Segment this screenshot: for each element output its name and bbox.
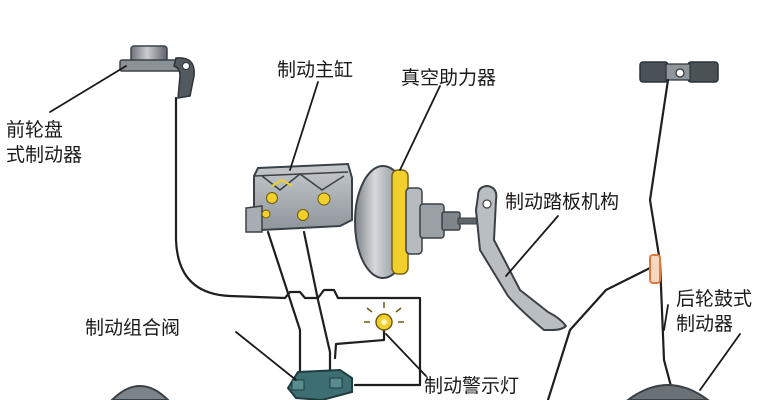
front-disc-brake-label: 前轮盘 式制动器 — [6, 118, 82, 168]
front-wheel-icon — [110, 385, 170, 400]
rear-drum-brake-label-line2: 制动器 — [676, 313, 734, 335]
vacuum-booster-label: 真空助力器 — [401, 67, 497, 89]
master-cylinder-icon — [245, 162, 353, 233]
master-cylinder-label: 制动主缸 — [277, 59, 354, 81]
brake-pedal-icon — [475, 185, 567, 331]
rear-drum-brake-label-line1: 后轮鼓式 — [676, 288, 753, 310]
combination-valve-icon — [286, 368, 353, 400]
leader-lines — [49, 65, 741, 391]
vacuum-booster-icon — [354, 165, 491, 279]
combination-valve-label: 制动组合阀 — [85, 317, 181, 339]
rear-wheel-icon — [626, 384, 710, 400]
brake-pedal-label: 制动踏板机构 — [505, 191, 620, 213]
rear-drum-brake-label: 后轮鼓式 制动器 — [676, 287, 752, 337]
warning-lamp-icon — [364, 302, 404, 331]
rear-drum-brake-icon — [639, 61, 719, 83]
front-disc-brake-label-line2: 式制动器 — [6, 144, 83, 166]
rear-line-connector-icon — [649, 254, 661, 284]
brake-lines — [174, 78, 674, 400]
front-disc-brake-icon — [119, 45, 195, 99]
front-disc-brake-label-line1: 前轮盘 — [6, 119, 64, 141]
warning-lamp-label: 制动警示灯 — [424, 375, 520, 397]
